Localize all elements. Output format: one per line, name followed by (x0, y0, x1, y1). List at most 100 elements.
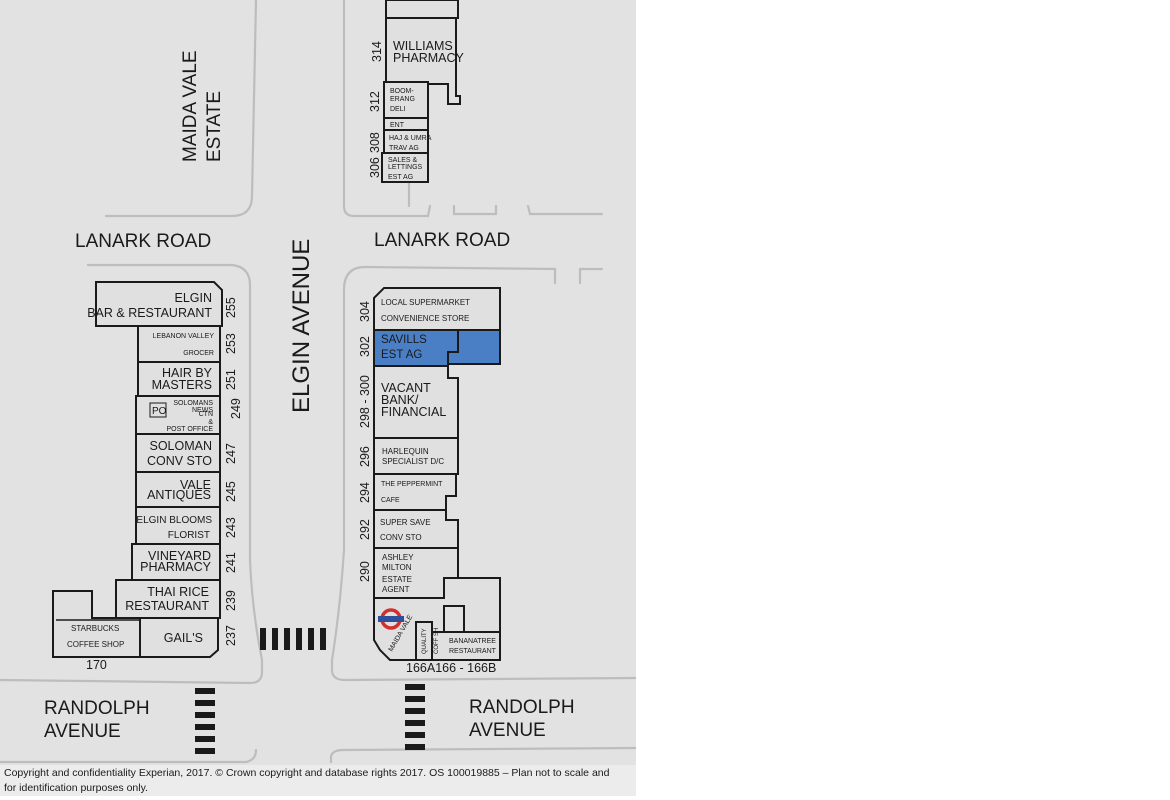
unit-number: 166A166 - 166B (406, 661, 496, 675)
unit-label: PHARMACY (393, 51, 465, 65)
unit-label: COFF SH (434, 628, 440, 654)
unit-label: ESTATE (382, 575, 412, 584)
unit-label: WILLIAMS (393, 39, 453, 53)
unit-number: 294 (358, 482, 372, 503)
unit-label: LETTINGS (388, 164, 423, 171)
unit-label: HARLEQUIN (382, 447, 429, 456)
unit-255 (95, 281, 223, 327)
unit-label: LEBANON VALLEY (153, 333, 215, 340)
street-label-lanark-road: LANARK ROAD (374, 230, 510, 251)
unit-label: THAI RICE (147, 585, 209, 599)
street-label-randolph-avenue: RANDOLPH (469, 697, 575, 718)
unit-label: ENT (390, 122, 405, 129)
unit-294 (373, 473, 457, 511)
unit-label: SOLOMAN (149, 439, 212, 453)
unit-label: FINANCIAL (381, 405, 446, 419)
unit-label: ANTIQUES (147, 488, 211, 502)
unit-label: SAVILLS (381, 334, 427, 346)
east-block: LOCAL SUPERMARKET CONVENIENCE STORE 304 … (358, 287, 501, 675)
unit-number: 243 (224, 517, 238, 538)
footer: Copyright and confidentiality Experian, … (0, 765, 636, 796)
unit-170 (52, 590, 141, 658)
unit-239 (115, 579, 221, 619)
unit-label: QUALITY (422, 628, 428, 654)
unit-label: CONV STO (147, 454, 212, 468)
unit-number: 237 (224, 625, 238, 646)
estate-label: MAIDA VALE (180, 50, 201, 162)
unit-label: RESTAURANT (125, 599, 209, 613)
unit-number: 170 (86, 658, 107, 672)
unit-label: LOCAL SUPERMARKET (381, 298, 470, 307)
unit-number: 306 (368, 157, 382, 178)
unit-label: GROCER (183, 350, 214, 357)
north-east-block: WILLIAMS PHARMACY 314 BOOM- ERANG DELI 3… (368, 0, 465, 183)
unit-number: 304 (358, 301, 372, 322)
street-label-randolph-avenue: RANDOLPH (44, 698, 150, 719)
unit-label: HAJ & UMRA (389, 135, 432, 142)
unit-label: HAIR BY (162, 366, 213, 380)
unit-label: SUPER SAVE (380, 518, 431, 527)
unit-label: BOOM- (390, 88, 414, 95)
unit-label: POST OFFICE (166, 426, 213, 433)
unit-label: FLORIST (168, 530, 210, 541)
unit-label: ELGIN BLOOMS (136, 515, 212, 526)
unit-number: 245 (224, 481, 238, 502)
unit-label: TRAV AG (389, 145, 419, 152)
unit-number: 302 (358, 336, 372, 357)
copyright-text: Copyright and confidentiality Experian, … (4, 767, 610, 794)
street-map: .unit { fill: #e0e0e0; stroke: #1a1a1a; … (0, 0, 636, 765)
london-underground-roundel-icon (378, 608, 404, 630)
unit-label: ERANG (390, 96, 415, 103)
estate-label: ESTATE (204, 91, 225, 162)
unit-label: SOLOMANS (173, 400, 213, 407)
unit-304 (373, 287, 501, 331)
unit-number: 312 (368, 91, 382, 112)
unit-296 (373, 437, 459, 475)
unit-number: 247 (224, 443, 238, 464)
unit-number: 239 (224, 590, 238, 611)
unit-label: ASHLEY (382, 553, 414, 562)
unit-label: BANK/ (381, 393, 419, 407)
unit-label: VACANT (381, 381, 431, 395)
zebra-crossing (195, 688, 215, 754)
unit-label: SALES & (388, 157, 418, 164)
zebra-crossing (405, 684, 425, 750)
unit-label: EST AG (381, 349, 422, 361)
unit-label: COFFEE SHOP (67, 640, 124, 649)
post-office-label: PO (152, 406, 167, 417)
unit-label: THE PEPPERMINT (381, 481, 443, 488)
unit-number: 314 (370, 41, 384, 62)
unit-label: & (208, 419, 213, 426)
unit-label: CONV STO (380, 533, 422, 542)
unit-label: ELGIN (174, 291, 212, 305)
unit-label: CTN (199, 411, 213, 418)
unit-number: 249 (229, 398, 243, 419)
street-label-elgin-avenue: ELGIN AVENUE (288, 239, 315, 413)
street-label-randolph-avenue: AVENUE (469, 720, 546, 741)
unit-306 (381, 152, 429, 183)
post-office-icon (149, 402, 167, 418)
unit-label: MASTERS (152, 378, 212, 392)
unit-label: DELI (390, 106, 406, 113)
unit-number: 308 (368, 132, 382, 153)
unit-label: MILTON (382, 563, 412, 572)
unit-292 (373, 509, 459, 549)
unit-label: SPECIALIST D/C (382, 457, 444, 466)
unit-maida-vale-station (373, 577, 501, 661)
unit-label: CONVENIENCE STORE (381, 314, 469, 323)
unit-number: 292 (358, 519, 372, 540)
street-label-randolph-avenue: AVENUE (44, 721, 121, 742)
west-block: ELGIN BAR & RESTAURANT 255 LEBANON VALLE… (52, 281, 243, 672)
zebra-crossing (260, 628, 326, 650)
unit-label: EST AG (388, 174, 413, 181)
unit-label: BANANATREE (449, 638, 496, 645)
unit-label: AGENT (382, 585, 410, 594)
unit-label: STARBUCKS (71, 624, 119, 633)
unit-label: GAIL'S (164, 631, 203, 645)
unit-number: 253 (224, 333, 238, 354)
unit-label: CAFE (381, 497, 400, 504)
unit-number: 298 - 300 (358, 375, 372, 428)
unit-label: PHARMACY (140, 560, 212, 574)
unit-number: 290 (358, 561, 372, 582)
street-label-lanark-road: LANARK ROAD (75, 231, 211, 252)
